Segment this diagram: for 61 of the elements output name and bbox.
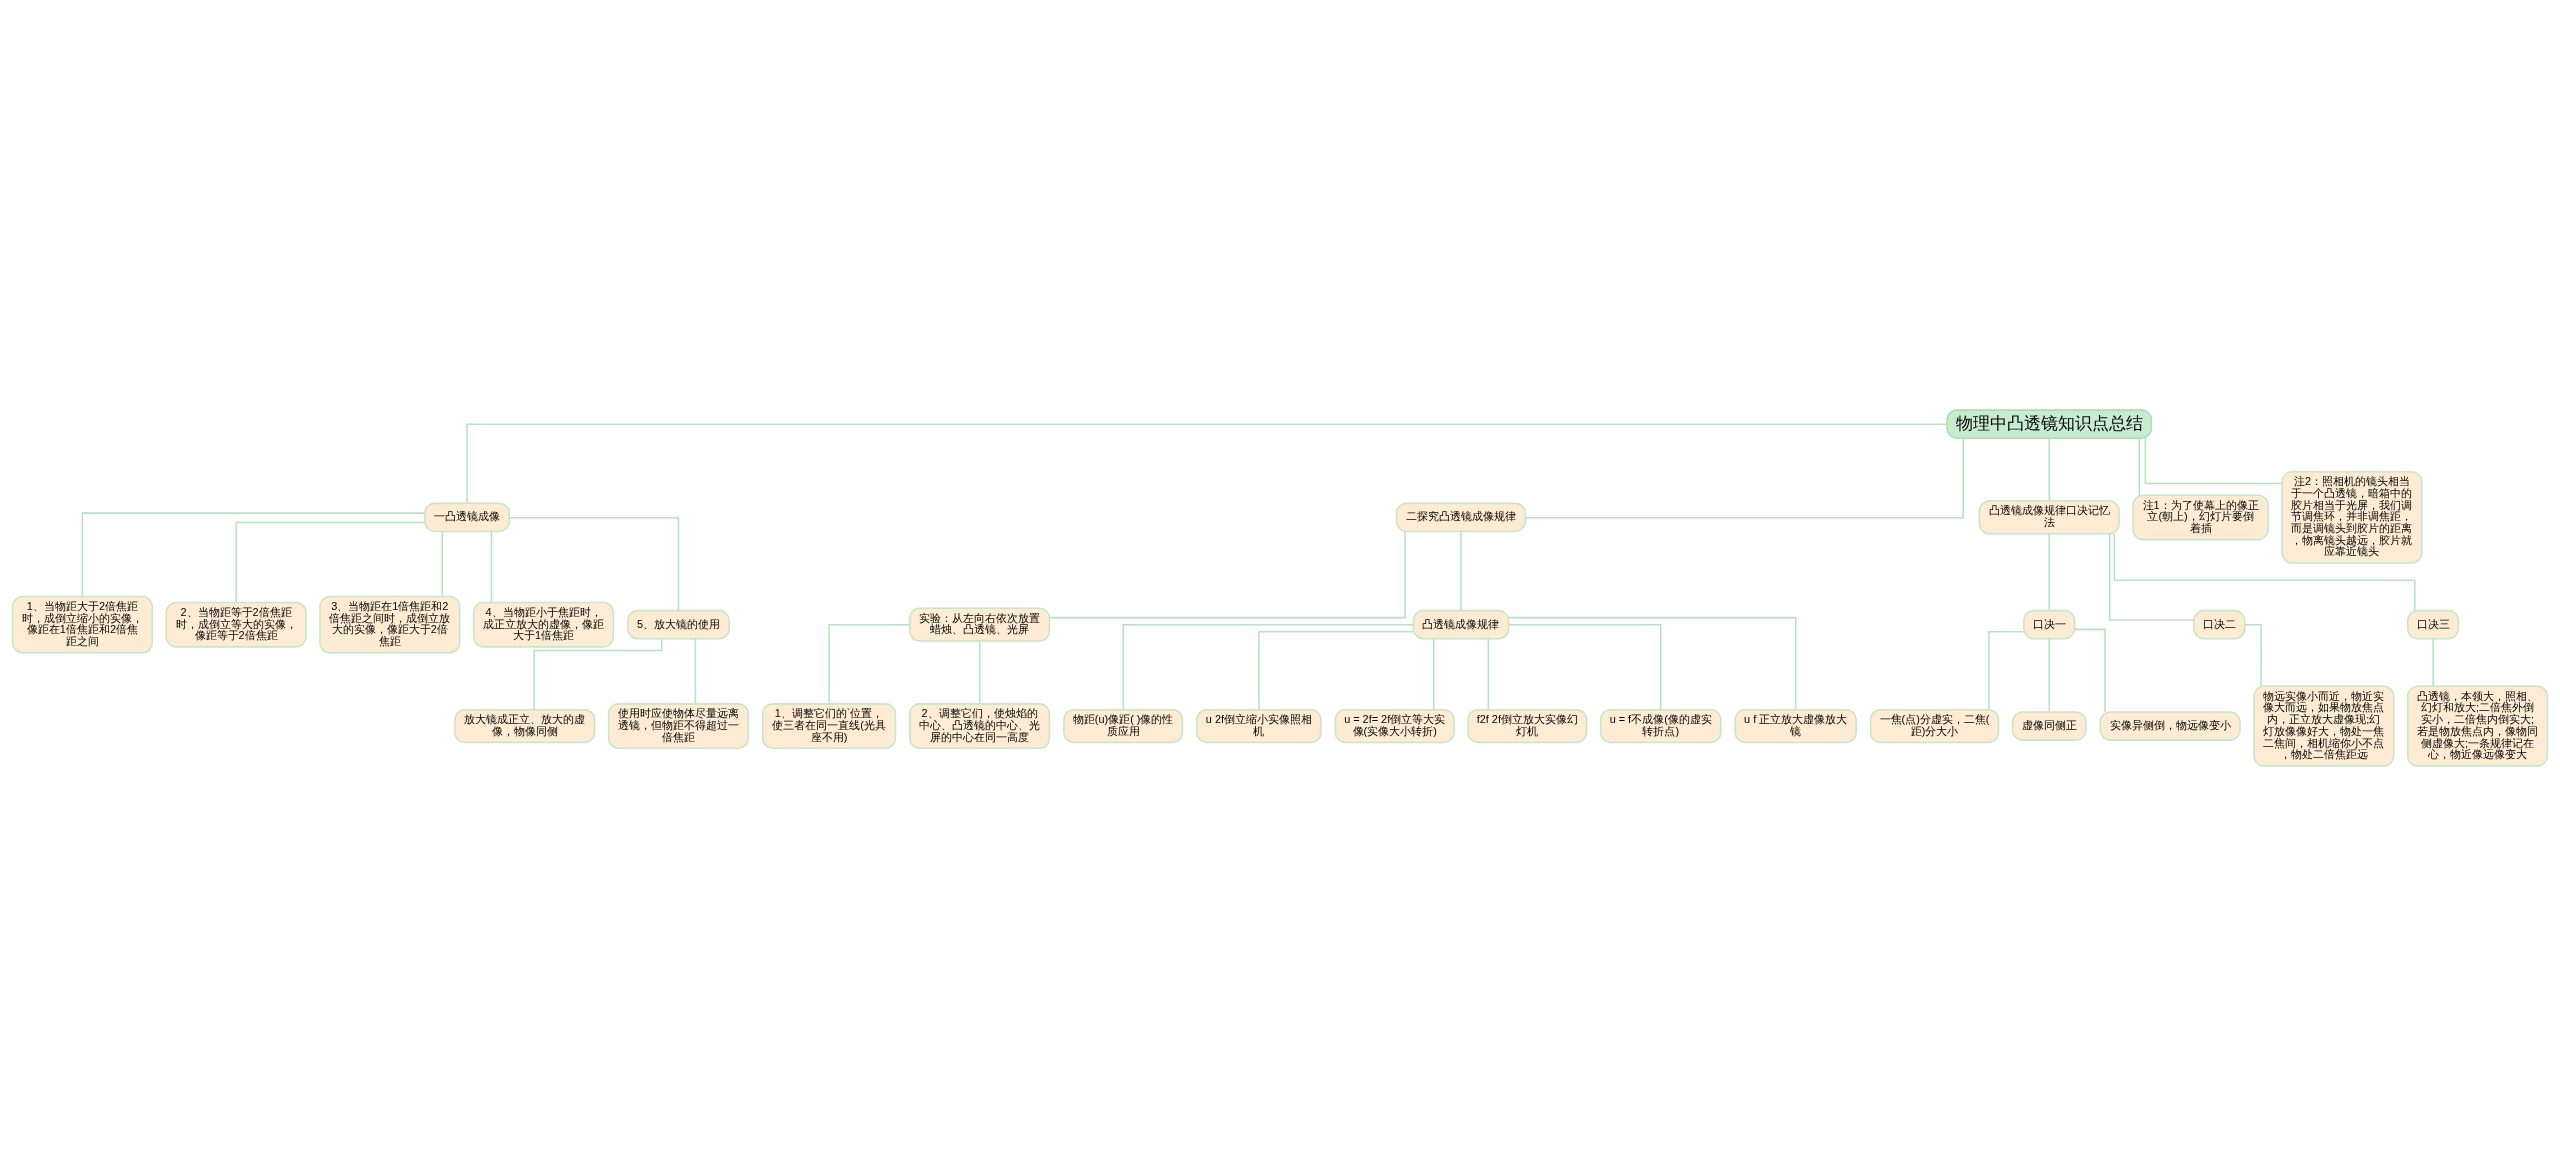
node-box: 实像异侧倒，物远像变小: [2099, 710, 2241, 741]
connector: [508, 516, 680, 611]
node-box: 物距(u)像距( )像的性质应用: [1063, 708, 1184, 743]
connector: [2074, 628, 2106, 713]
node-box: u = 2f= 2f倒立等大实像(实像大小转折): [1334, 708, 1455, 743]
node-box: 放大镜成正立、放大的虚像，物像同侧: [454, 708, 596, 743]
node-box: 注1：为了使幕上的像正立(朝上)，幻灯片要倒着插: [2132, 493, 2269, 540]
connector: [978, 639, 981, 704]
connector: [466, 422, 1948, 504]
connector: [2144, 436, 2283, 484]
node-box: 口决二: [2193, 609, 2246, 639]
node-box: 凸透镜成像规律: [1412, 609, 1510, 639]
connector: [1508, 623, 1662, 710]
node-box: 2、调整它们，使烛焰的中心、凸透镜的中心、光屏的中心在同一高度: [909, 702, 1051, 749]
connector: [1122, 623, 1415, 710]
connector: [1048, 530, 1406, 618]
node-box: 实验：从左向右依次放置蜡烛、凸透镜、光屏: [909, 607, 1051, 642]
connector: [2244, 623, 2262, 687]
node-box: 2、当物距等于2倍焦距时，成倒立等大的实像，像距等于2倍焦距: [165, 601, 307, 648]
connector: [1460, 530, 1462, 611]
connector: [2048, 437, 2051, 502]
node-box: 4、当物距小于焦距时，成正立放大的虚像，像距大于1倍焦距: [472, 601, 615, 648]
connector: [441, 530, 444, 597]
node-box: 1、当物距大于2倍焦距时，成倒立缩小的实像，像距在1倍焦距和2倍焦距之间: [11, 595, 154, 654]
node-box: 口决一: [2023, 609, 2076, 639]
connector: [2432, 637, 2434, 687]
node-box: 注2：照相机的镜头相当于一个凸透镜，暗箱中的胶片相当于光屏，我们调节调焦环，并非调焦距，而是调镜头到胶片的距离，物离镜头越远，胶片就应靠近镜头: [2281, 470, 2423, 564]
connector: [2048, 637, 2051, 713]
node-box: 二探究凸透镜成像规律: [1395, 502, 1527, 532]
connector: [1487, 637, 1490, 710]
node-box: 5、放大镜的使用: [627, 609, 730, 639]
connector: [490, 530, 493, 603]
connector: [694, 637, 697, 704]
node-box: u = f不成像(像的虚实转折点): [1599, 708, 1722, 743]
node-box: 物远实像小而近，物近实像大而远，如果物放焦点内，正立放大虚像现;幻灯放像像好大，物处一焦二焦间，相机缩你小不点，物处二倍焦距远: [2253, 685, 2395, 767]
node-box: 使用时应使物体尽量远离透镜，但物距不得超过一倍焦距: [607, 702, 750, 749]
node-box: 一焦(点)分虚实，二焦(距)分大小: [1869, 708, 2000, 743]
node-box: 虚像同侧正: [2011, 710, 2087, 741]
node-box: 一凸透镜成像: [424, 502, 510, 532]
node-box: f2f 2f倒立放大实像幻灯机: [1467, 708, 1588, 743]
connector: [1507, 616, 1797, 710]
connector: [2138, 437, 2140, 496]
connector: [1432, 637, 1435, 710]
node-box: 凸透镜成像规律口决记忆法: [1978, 499, 2120, 535]
node-box: 凸透镜，本领大，照相、幻灯和放大;二倍焦外倒实小，二倍焦内倒实大;若是物放焦点内，像物同侧虚像大;一条规律记在心，物近像远像变大: [2406, 685, 2549, 767]
connector: [533, 637, 663, 710]
connector: [2113, 532, 2416, 611]
connector: [828, 623, 911, 705]
node-box: u 2f倒立缩小实像照相机: [1196, 708, 1322, 743]
connector: [2048, 532, 2051, 611]
node-box: 物理中凸透镜知识点总结: [1946, 408, 2153, 439]
connector: [1524, 437, 1964, 519]
node-box: 口决三: [2406, 609, 2460, 639]
connector: [2108, 532, 2195, 621]
node-box: 3、当物距在1倍焦距和2倍焦距之间时，成倒立放大的实像，像距大于2倍焦距: [319, 595, 461, 654]
connector: [235, 521, 426, 603]
connector: [81, 511, 426, 597]
node-box: u f 正立放大虚像放大镜: [1734, 708, 1857, 743]
connector: [1988, 630, 2025, 710]
node-box: 1、调整它们的`位置，使三者在同一直线(光具座不用): [761, 702, 897, 749]
connector: [1258, 630, 1415, 710]
